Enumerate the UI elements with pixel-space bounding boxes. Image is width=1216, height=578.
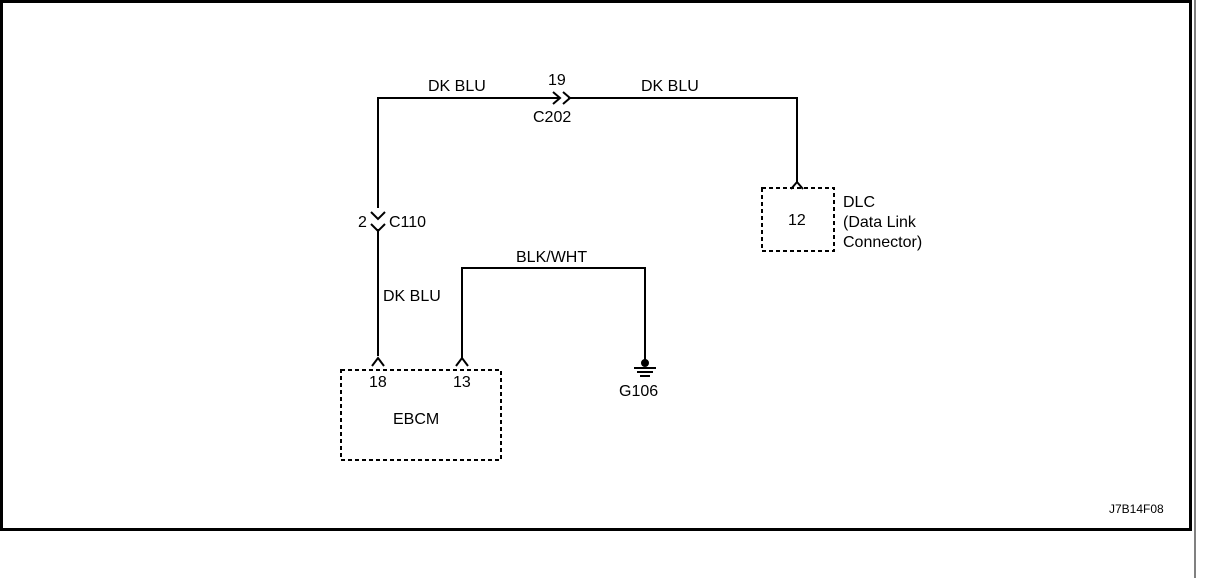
ebcm-name-label: EBCM (393, 411, 439, 428)
wire-dk-blu-c110-upper (377, 97, 560, 208)
c110-connector-symbol (370, 211, 386, 233)
c202-pin-label: 19 (548, 72, 566, 89)
dlc-label-line1: DLC (843, 194, 875, 211)
ground-name-label: G106 (619, 383, 658, 400)
ebcm-pin-18-label: 18 (369, 374, 387, 391)
dlc-label-line3: Connector) (843, 234, 922, 251)
c110-name-label: C110 (389, 214, 426, 231)
c202-connector-symbol (552, 91, 572, 105)
diagram-frame (0, 0, 1192, 531)
ebcm-box (340, 369, 502, 461)
ebcm-pin-13-label: 13 (453, 374, 471, 391)
wire-label-dk-blu-top-right: DK BLU (641, 78, 699, 95)
wire-label-blk-wht: BLK/WHT (516, 249, 587, 266)
dlc-pin-label: 12 (788, 212, 806, 229)
wire-dk-blu-top-right (568, 97, 798, 183)
wire-blk-wht-ground (461, 267, 646, 360)
ebcm-pin-symbols (371, 356, 469, 367)
ground-symbol (634, 359, 656, 377)
dlc-label-line2: (Data Link (843, 214, 917, 231)
wires (377, 97, 798, 360)
dlc-pin-symbol (790, 180, 804, 190)
figure-id-label: J7B14F08 (1109, 502, 1164, 516)
c110-pin-label: 2 (358, 214, 367, 231)
c202-name-label: C202 (533, 109, 571, 126)
wire-label-dk-blu-top-left: DK BLU (428, 78, 486, 95)
wire-label-dk-blu-left: DK BLU (383, 288, 441, 305)
dlc-box (761, 187, 835, 252)
